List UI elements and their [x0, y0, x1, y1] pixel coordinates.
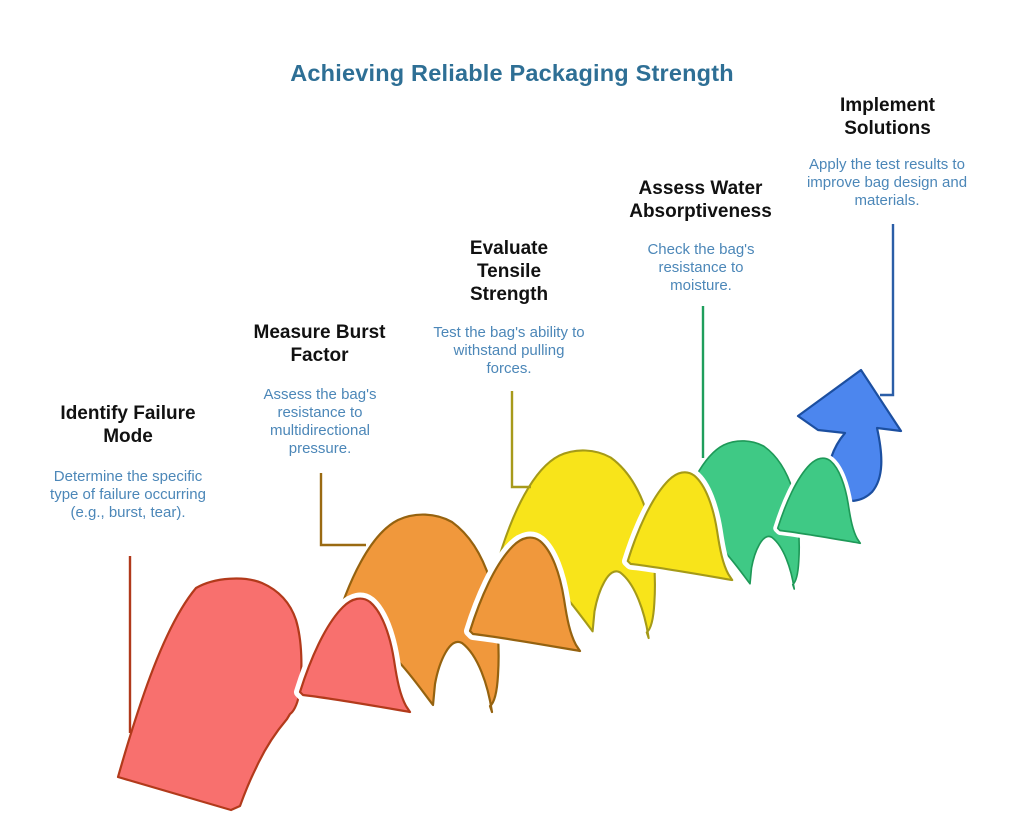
step-3-connector-line: [510, 391, 531, 489]
step-1-description: Determine the specific type of failure o…: [50, 468, 206, 521]
step-3-description: Test the bag's ability to withstand pull…: [433, 324, 585, 377]
step-2-connector-line: [319, 473, 366, 547]
step-1-title: Identify Failure Mode: [60, 403, 196, 448]
step-5-connector-line: [880, 224, 895, 397]
step-5-title: Implement Solutions: [839, 95, 936, 140]
step-4-description: Check the bag's resistance to moisture.: [647, 241, 755, 294]
step-4-title: Assess Water Absorptiveness: [629, 178, 772, 223]
red-ribbon-arch: [116, 577, 303, 812]
step-2-description: Assess the bag's resistance to multidire…: [263, 386, 377, 457]
step-5-description: Apply the test results to improve bag de…: [806, 156, 968, 209]
step-2-title: Measure Burst Factor: [253, 322, 386, 367]
wave-step-1-red: [118, 579, 410, 810]
step-3-title: Evaluate Tensile Strength: [469, 238, 549, 306]
page-title: Achieving Reliable Packaging Strength: [290, 60, 734, 86]
